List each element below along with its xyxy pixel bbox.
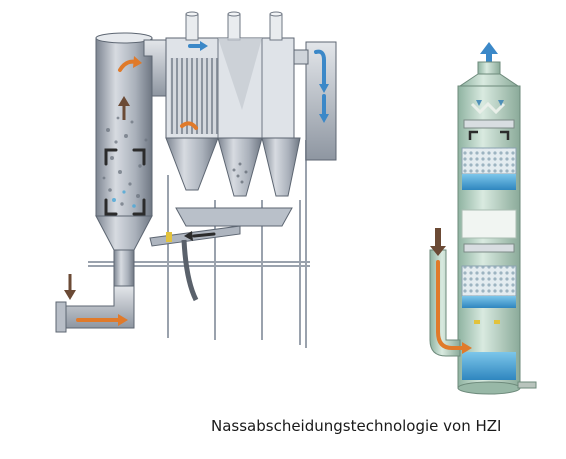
flow-arrow-blue-top-icon: [480, 42, 498, 64]
flow-arrow-orange-inlet-icon: [436, 260, 468, 350]
flow-arrow-brown-inlet-icon: [430, 228, 446, 256]
reactor-tower: [55, 32, 241, 333]
figure-caption: Nassabscheidungstechnologie von HZI: [211, 417, 502, 435]
dry-scrubber-system: [55, 11, 337, 348]
flow-arrowheads-dark: [184, 231, 193, 241]
flow-arrowheads-blue: [200, 41, 329, 123]
bag-filter: [165, 11, 337, 227]
flow-arrow-blue-icon: [188, 44, 326, 116]
wet-scrubber-column: [429, 42, 537, 395]
flow-arrow-dark-icon: [104, 148, 216, 238]
flow-arrowheads-orange: [118, 56, 142, 326]
flow-arrow-brown-icon: [64, 96, 130, 300]
